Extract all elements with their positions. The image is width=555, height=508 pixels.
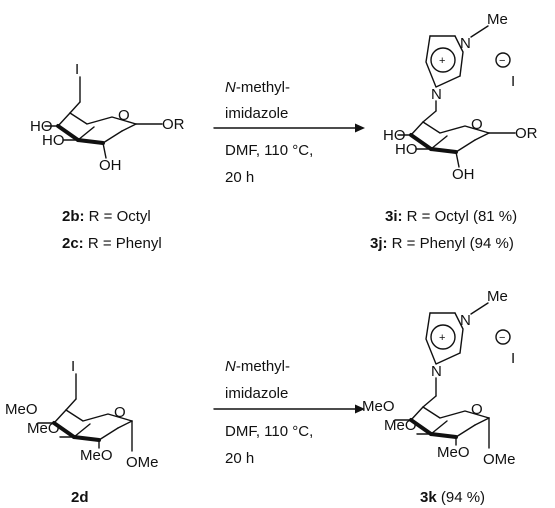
- starting-material-2d: I MeO MeO MeO O OMe: [5, 358, 159, 471]
- product-label-3k: 3k (94 %): [420, 489, 485, 506]
- compound-label-2d: 2d: [71, 489, 89, 506]
- ring-oxygen-label: O: [114, 404, 126, 421]
- methoxy-2-label: MeO: [80, 447, 113, 464]
- conditions-line-1: DMF, 110 °C,: [225, 423, 313, 440]
- hydroxy-3-label: HO: [42, 132, 65, 149]
- methyl-label: Me: [487, 11, 508, 28]
- methyl-label: Me: [487, 288, 508, 305]
- product-labels-3i-3j: 3i: R = Octyl (81 %) 3j: R = Phenyl (94 …: [370, 208, 517, 252]
- methoxy-1-label: OMe: [126, 454, 159, 471]
- n-methyl-nitrogen-label: N: [460, 312, 471, 329]
- compound-label-2b: 2b: R = Octyl: [62, 208, 151, 225]
- compound-label-3i: 3i: R = Octyl (81 %): [385, 208, 517, 225]
- iodide-counterion: I: [511, 350, 515, 367]
- conditions-line-2: 20 h: [225, 450, 254, 467]
- methoxy-4-label: MeO: [362, 398, 395, 415]
- or-group-label: OR: [162, 116, 185, 133]
- hydroxy-3-label: HO: [395, 141, 418, 158]
- compound-label-3k: 3k (94 %): [420, 489, 485, 506]
- conditions-line-2: 20 h: [225, 169, 254, 186]
- iodo-atom: I: [75, 61, 79, 78]
- anion-minus-sign: −: [499, 332, 505, 344]
- hydroxy-4-label: HO: [30, 118, 53, 135]
- hydroxy-2-label: OH: [99, 157, 122, 174]
- reagent-line-1: N-methyl-: [225, 358, 290, 375]
- reaction-arrow-1: N-methyl- imidazole DMF, 110 °C, 20 h: [213, 79, 365, 186]
- reaction-arrow-2: N-methyl- imidazole DMF, 110 °C, 20 h: [213, 358, 365, 467]
- or-group-label: OR: [515, 125, 538, 142]
- methoxy-3-label: MeO: [27, 420, 60, 437]
- product-3i-3j: + N Me N − I HO HO OH O OR: [383, 11, 538, 183]
- ring-oxygen-label: O: [471, 116, 483, 133]
- methoxy-4-label: MeO: [5, 401, 38, 418]
- n-methyl-nitrogen-label: N: [460, 35, 471, 52]
- starting-material-2b-2c: I HO HO OH O OR: [30, 61, 185, 174]
- compound-label-2c: 2c: R = Phenyl: [62, 235, 162, 252]
- imidazolium-plus-sign: +: [439, 55, 445, 67]
- compound-label-3j: 3j: R = Phenyl (94 %): [370, 235, 514, 252]
- reagent-line-2: imidazole: [225, 385, 288, 402]
- imidazolium-nitrogen-label: N: [431, 363, 442, 380]
- reagent-line-2: imidazole: [225, 105, 288, 122]
- start-label-2d: 2d: [71, 489, 89, 506]
- iodide-counterion: I: [511, 73, 515, 90]
- start-labels-2b-2c: 2b: R = Octyl 2c: R = Phenyl: [62, 208, 162, 252]
- iodo-atom: I: [71, 358, 75, 375]
- methoxy-3-label: MeO: [384, 417, 417, 434]
- hydroxy-2-label: OH: [452, 166, 475, 183]
- hydroxy-4-label: HO: [383, 127, 406, 144]
- conditions-line-1: DMF, 110 °C,: [225, 142, 313, 159]
- ring-oxygen-label: O: [118, 107, 130, 124]
- ring-oxygen-label: O: [471, 401, 483, 418]
- imidazolium-nitrogen-label: N: [431, 86, 442, 103]
- anion-minus-sign: −: [499, 55, 505, 67]
- methoxy-2-label: MeO: [437, 444, 470, 461]
- imidazolium-plus-sign: +: [439, 332, 445, 344]
- methoxy-1-label: OMe: [483, 451, 516, 468]
- reagent-line-1: N-methyl-: [225, 79, 290, 96]
- product-3k: + N Me N − I MeO MeO MeO O OMe: [362, 288, 516, 468]
